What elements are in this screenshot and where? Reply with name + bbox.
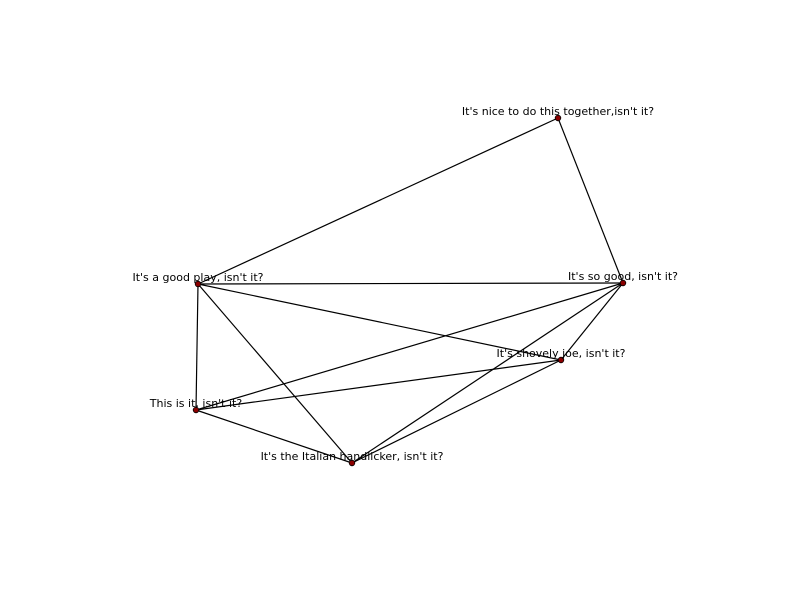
node-good <box>619 279 627 287</box>
node-label-thisis: This is it, isn't it? <box>149 397 243 410</box>
edge-play-good <box>197 282 624 285</box>
nodes-layer <box>192 114 627 467</box>
node-play <box>194 280 202 288</box>
edge-play-shovely <box>197 283 562 361</box>
node-label-good: It's so good, isn't it? <box>568 270 678 283</box>
node-label-nice: It's nice to do this together,isn't it? <box>462 105 654 118</box>
edge-thisis-italian <box>195 409 353 464</box>
node-italian <box>348 459 356 467</box>
labels-layer: It's nice to do this together,isn't it? I… <box>132 105 678 463</box>
node-nice <box>554 114 562 122</box>
edge-good-shovely <box>560 282 624 361</box>
node-label-shovely: It's shovely joe, isn't it? <box>497 347 626 360</box>
node-shovely <box>557 356 565 364</box>
edge-shovely-italian <box>351 359 562 464</box>
edges-layer <box>195 117 624 464</box>
edge-good-thisis <box>195 282 624 411</box>
edge-play-thisis <box>195 283 199 411</box>
node-thisis <box>192 406 200 414</box>
edge-play-italian <box>197 283 353 464</box>
node-label-italian: It's the Italian handlicker, isn't it? <box>261 450 444 463</box>
edge-nice-play <box>197 117 559 285</box>
edge-good-italian <box>351 282 624 464</box>
node-label-play: It's a good play, isn't it? <box>132 271 263 284</box>
edge-shovely-thisis <box>195 359 562 411</box>
edge-nice-good <box>557 117 624 284</box>
